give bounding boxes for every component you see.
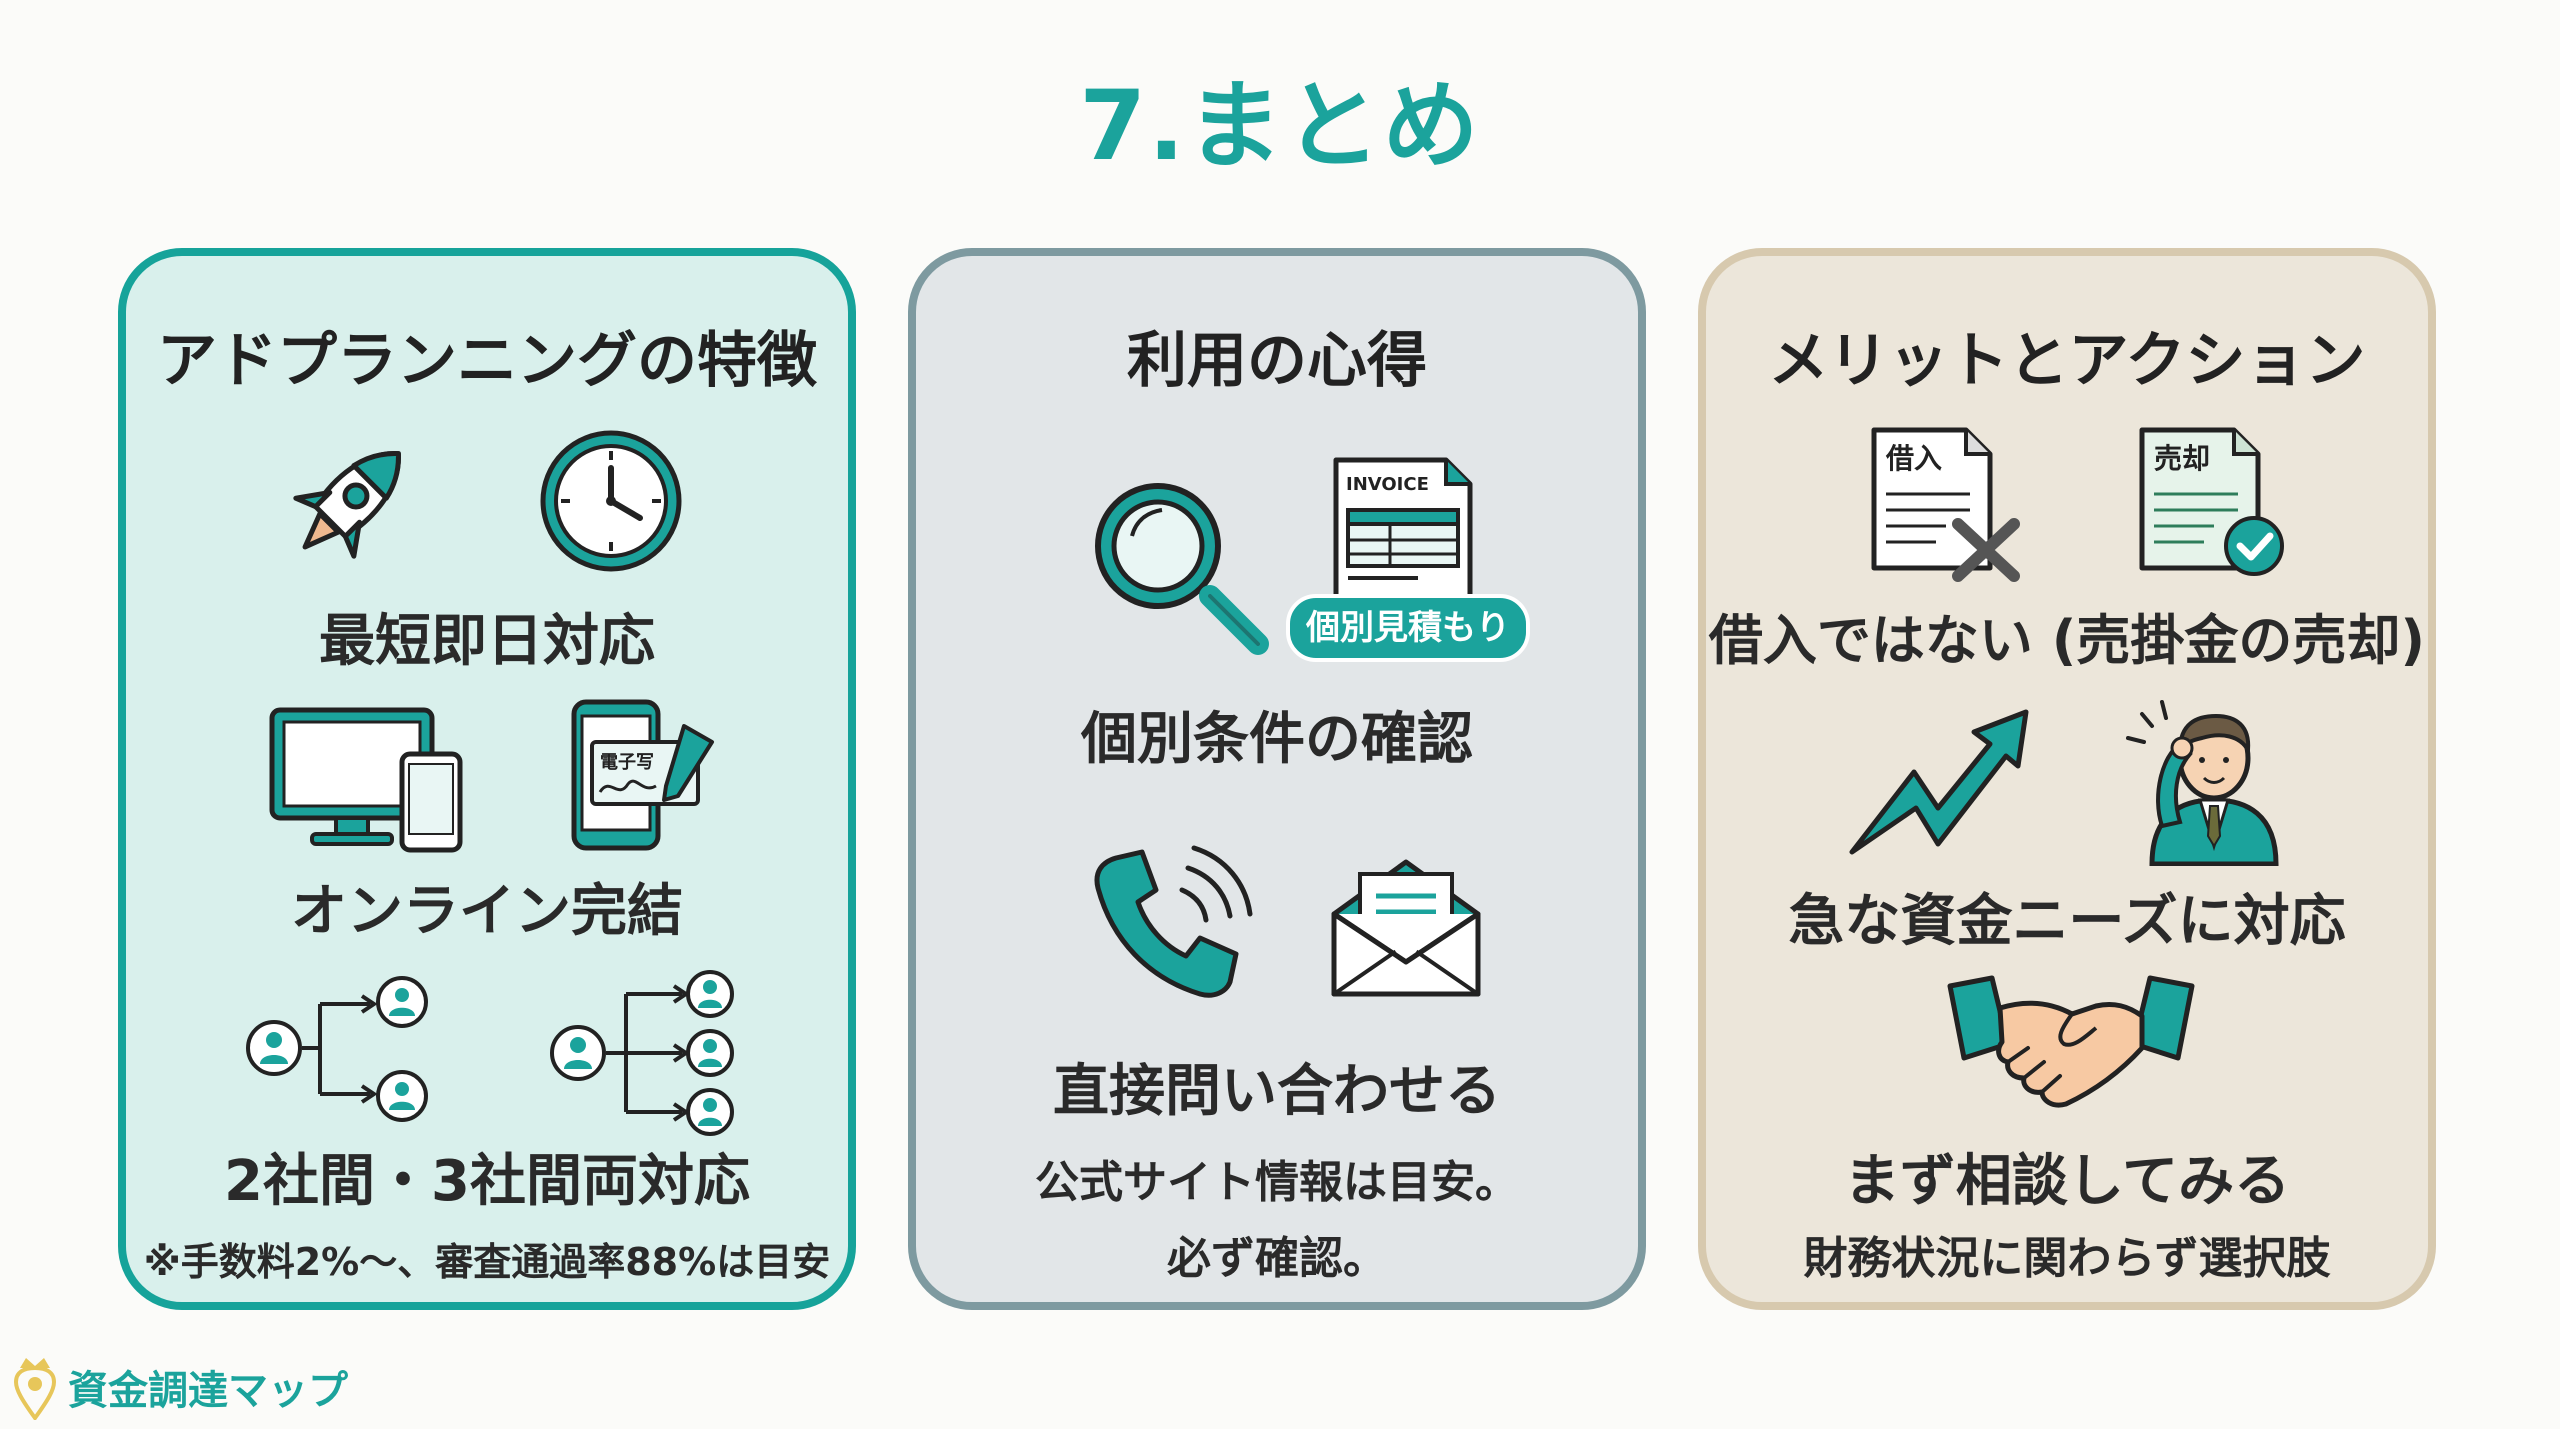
merit-label: 借入ではない (売掛金の売却) bbox=[1708, 609, 2426, 672]
borrowing-doc-cross-icon: 借入 bbox=[1871, 427, 2020, 582]
merit-label: まず相談してみる bbox=[1843, 1149, 2291, 1214]
map-pin-crown-icon bbox=[13, 1358, 57, 1420]
panel-heading: メリットとアクション bbox=[1768, 326, 2366, 396]
rocket-icon bbox=[293, 451, 401, 559]
devices-icon bbox=[269, 707, 463, 853]
feature-label: 最短即日対応 bbox=[319, 609, 655, 674]
sale-doc-check-icon: 売却 bbox=[2139, 427, 2284, 576]
tip-note-line: 必ず確認。 bbox=[1167, 1233, 1387, 1284]
page-title: 7.まとめ bbox=[1079, 70, 1481, 182]
brand-logo: 資金調達マップ bbox=[10, 1352, 348, 1422]
phone-icon bbox=[1094, 845, 1253, 998]
thinking-businessman-icon bbox=[2126, 700, 2279, 866]
smartphone-signature-icon: 電子写 bbox=[571, 699, 714, 851]
panel-merits: メリットとアクション 借入 売却 借入ではない (売掛金の売却) 急な資金ニーズ… bbox=[1698, 248, 2436, 1310]
feature-note: ※手数料2%〜、審査通過率88%は目安 bbox=[143, 1240, 831, 1284]
invoice-icon: INVOICE bbox=[1333, 457, 1473, 601]
invoice-text: INVOICE bbox=[1346, 474, 1429, 495]
two-party-flow-icon bbox=[246, 976, 428, 1122]
feature-label: 2社間・3社間両対応 bbox=[224, 1149, 750, 1214]
doc-text: 売却 bbox=[2154, 442, 2210, 475]
tip-note-line: 公式サイト情報は目安。 bbox=[1035, 1157, 1519, 1208]
merit-label: 急な資金ニーズに対応 bbox=[1788, 889, 2346, 954]
envelope-letter-icon bbox=[1331, 859, 1481, 997]
tip-label: 直接問い合わせる bbox=[1053, 1059, 1501, 1124]
panel-heading: アドプランニングの特徴 bbox=[157, 326, 817, 396]
magnifier-icon bbox=[1095, 483, 1269, 655]
screen-text: 電子写 bbox=[600, 752, 654, 773]
merit-note: 財務状況に関わらず選択肢 bbox=[1803, 1233, 2331, 1284]
feature-label: オンライン完結 bbox=[291, 879, 683, 944]
estimate-badge: 個別見積もり bbox=[1286, 594, 1530, 662]
clock-icon bbox=[540, 430, 682, 572]
panel-features: アドプランニングの特徴 最短即日対応 電子写 bbox=[118, 248, 856, 1310]
doc-text: 借入 bbox=[1885, 442, 1942, 475]
brand-name: 資金調達マップ bbox=[68, 1368, 348, 1414]
panel-tips: 利用の心得 INVOICE 個別見積もり 個別条件の確認 直接問い合わせる 公式… bbox=[908, 248, 1646, 1310]
tip-label: 個別条件の確認 bbox=[1081, 707, 1473, 772]
handshake-icon bbox=[1947, 975, 2195, 1108]
panel-heading: 利用の心得 bbox=[1127, 326, 1427, 396]
rising-arrow-icon bbox=[1849, 709, 2029, 855]
three-party-flow-icon bbox=[550, 970, 734, 1136]
